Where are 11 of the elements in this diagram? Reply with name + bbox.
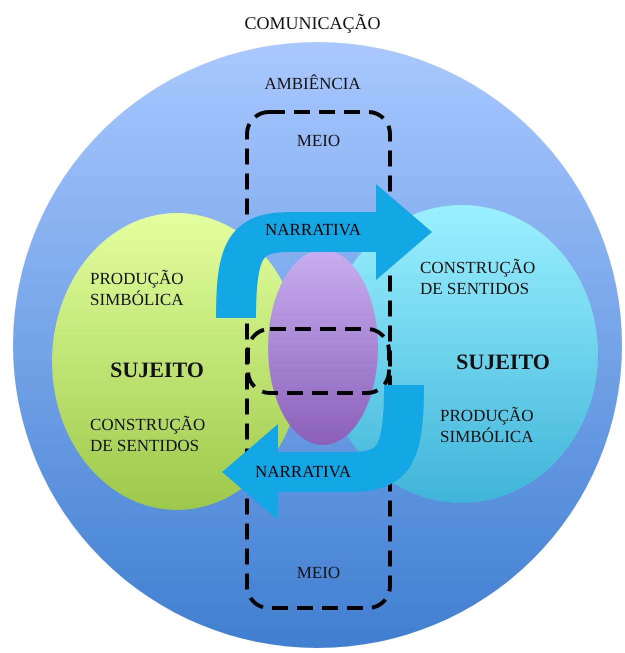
node-label: AMBIÊNCIA <box>263 73 362 94</box>
node-label: MEIO <box>296 562 342 584</box>
subject-heading: SUJEITO <box>455 348 551 376</box>
node-label: PRODUÇÃO SIMBÓLICA <box>90 268 185 310</box>
node-label: CONSTRUÇÃO DE SENTIDOS <box>90 414 206 456</box>
node-label: CONSTRUÇÃO DE SENTIDOS <box>420 257 536 300</box>
node-label: PRODUÇÃO SIMBÓLICA <box>440 405 535 448</box>
subject-heading: SUJEITO <box>109 356 205 384</box>
narrative-arrow <box>216 184 432 318</box>
node-label: MEIO <box>296 130 342 152</box>
node-label: COMUNICAÇÃO <box>243 12 382 34</box>
